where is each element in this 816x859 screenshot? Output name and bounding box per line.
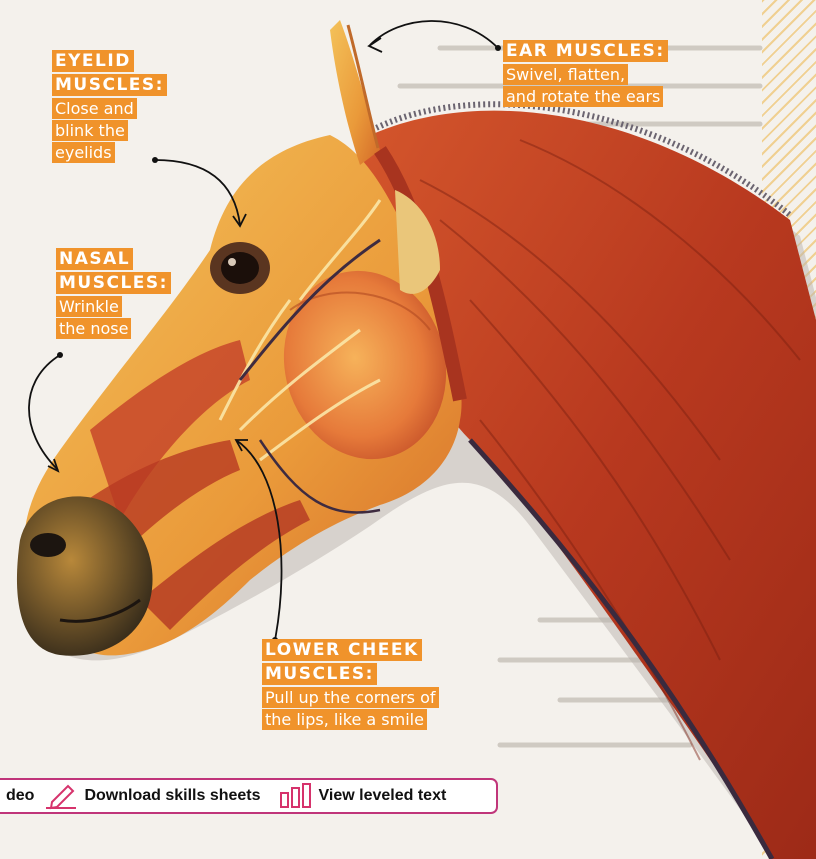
eyelid-desc-3: eyelids bbox=[52, 142, 115, 163]
ear-muscles-callout: EAR MUSCLES: Swivel, flatten, and rotate… bbox=[503, 41, 703, 110]
nasal-heading-1: NASAL bbox=[56, 248, 133, 270]
download-skills-sheets-link[interactable]: Download skills sheets bbox=[44, 782, 260, 810]
bars-icon bbox=[279, 783, 313, 809]
nasal-muscles-callout: NASAL MUSCLES: Wrinkle the nose bbox=[56, 249, 166, 341]
pencil-icon bbox=[44, 782, 78, 810]
eyelid-desc-1: Close and bbox=[52, 98, 137, 119]
cheek-heading-1: LOWER CHEEK bbox=[262, 639, 422, 661]
eyelid-heading-2: MUSCLES: bbox=[52, 74, 167, 96]
ear-leader bbox=[370, 21, 498, 48]
eyelid-desc-2: blink the bbox=[52, 120, 128, 141]
eyelid-leader bbox=[155, 160, 240, 225]
ear-heading: EAR MUSCLES: bbox=[503, 40, 668, 62]
eyelid-heading-1: EYELID bbox=[52, 50, 134, 72]
nasal-desc-2: the nose bbox=[56, 318, 131, 339]
cheek-heading-2: MUSCLES: bbox=[262, 663, 377, 685]
view-leveled-text-link[interactable]: View leveled text bbox=[279, 783, 447, 809]
cheek-desc-2: the lips, like a smile bbox=[262, 709, 427, 730]
watch-video-link[interactable]: deo bbox=[6, 787, 34, 805]
eyelid-muscles-callout: EYELID MUSCLES: Close and blink the eyel… bbox=[52, 51, 182, 166]
resource-toolbar: deo Download skills sheets View leveled … bbox=[0, 778, 498, 814]
lower-cheek-muscles-callout: LOWER CHEEK MUSCLES: Pull up the corners… bbox=[262, 640, 482, 732]
ear-desc-2: and rotate the ears bbox=[503, 86, 663, 107]
download-skills-sheets-label: Download skills sheets bbox=[84, 787, 260, 805]
nasal-heading-2: MUSCLES: bbox=[56, 272, 171, 294]
cheek-desc-1: Pull up the corners of bbox=[262, 687, 439, 708]
view-leveled-text-label: View leveled text bbox=[319, 787, 447, 805]
ear-desc-1: Swivel, flatten, bbox=[503, 64, 628, 85]
nasal-desc-1: Wrinkle bbox=[56, 296, 122, 317]
nasal-leader bbox=[29, 355, 60, 470]
cheek-leader bbox=[236, 440, 282, 640]
video-link-label: deo bbox=[6, 787, 34, 805]
